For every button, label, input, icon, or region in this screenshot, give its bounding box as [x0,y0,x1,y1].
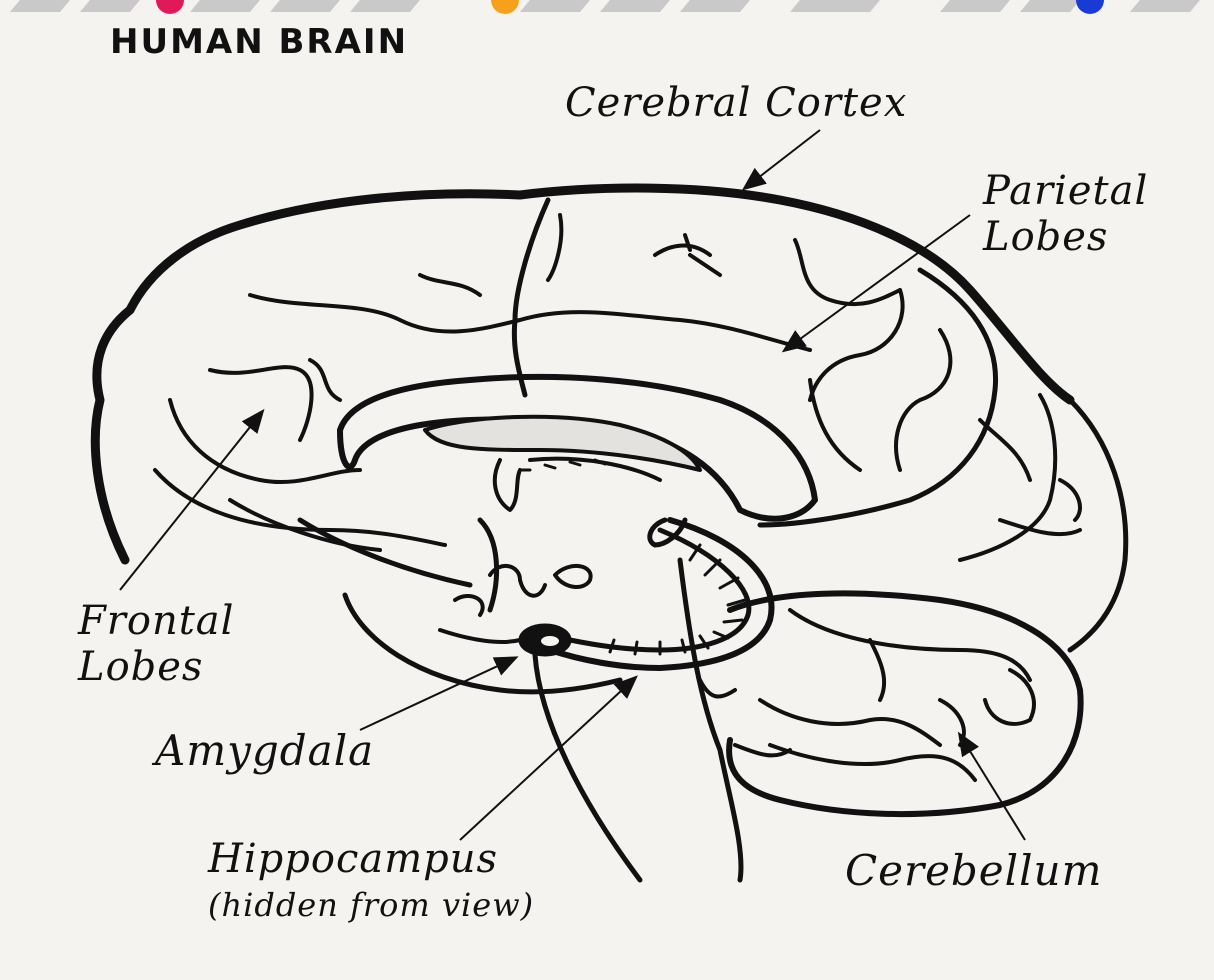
central-sulcus [514,200,548,395]
outer-brain-back [1070,400,1126,650]
label-amygdala: Amygdala [155,726,374,775]
label-parietal-line2: Lobes [983,214,1148,260]
label-frontal-line1: Frontal [78,598,234,644]
label-parietal-lobes: Parietal Lobes [983,168,1148,260]
cerebellum-outline [729,593,1081,814]
label-hippocampus-note: (hidden from view) [208,886,534,924]
corpus-callosum-inner [425,417,700,470]
label-hippocampus: Hippocampus [208,836,498,882]
label-parietal-line1: Parietal [983,168,1148,214]
pointer-hippocampus [460,678,635,840]
label-frontal-lobes: Frontal Lobes [78,598,234,690]
parietal-boundary [760,270,996,525]
pointer-amygdala [360,658,515,730]
label-frontal-line2: Lobes [78,644,234,690]
diagram-title: HUMAN BRAIN [110,22,408,62]
label-cerebral-cortex: Cerebral Cortex [565,80,907,126]
label-cerebellum: Cerebellum [845,846,1102,895]
pointer-cerebellum [960,735,1025,840]
pointer-cortex [745,130,820,188]
pointer-frontal [120,412,262,590]
